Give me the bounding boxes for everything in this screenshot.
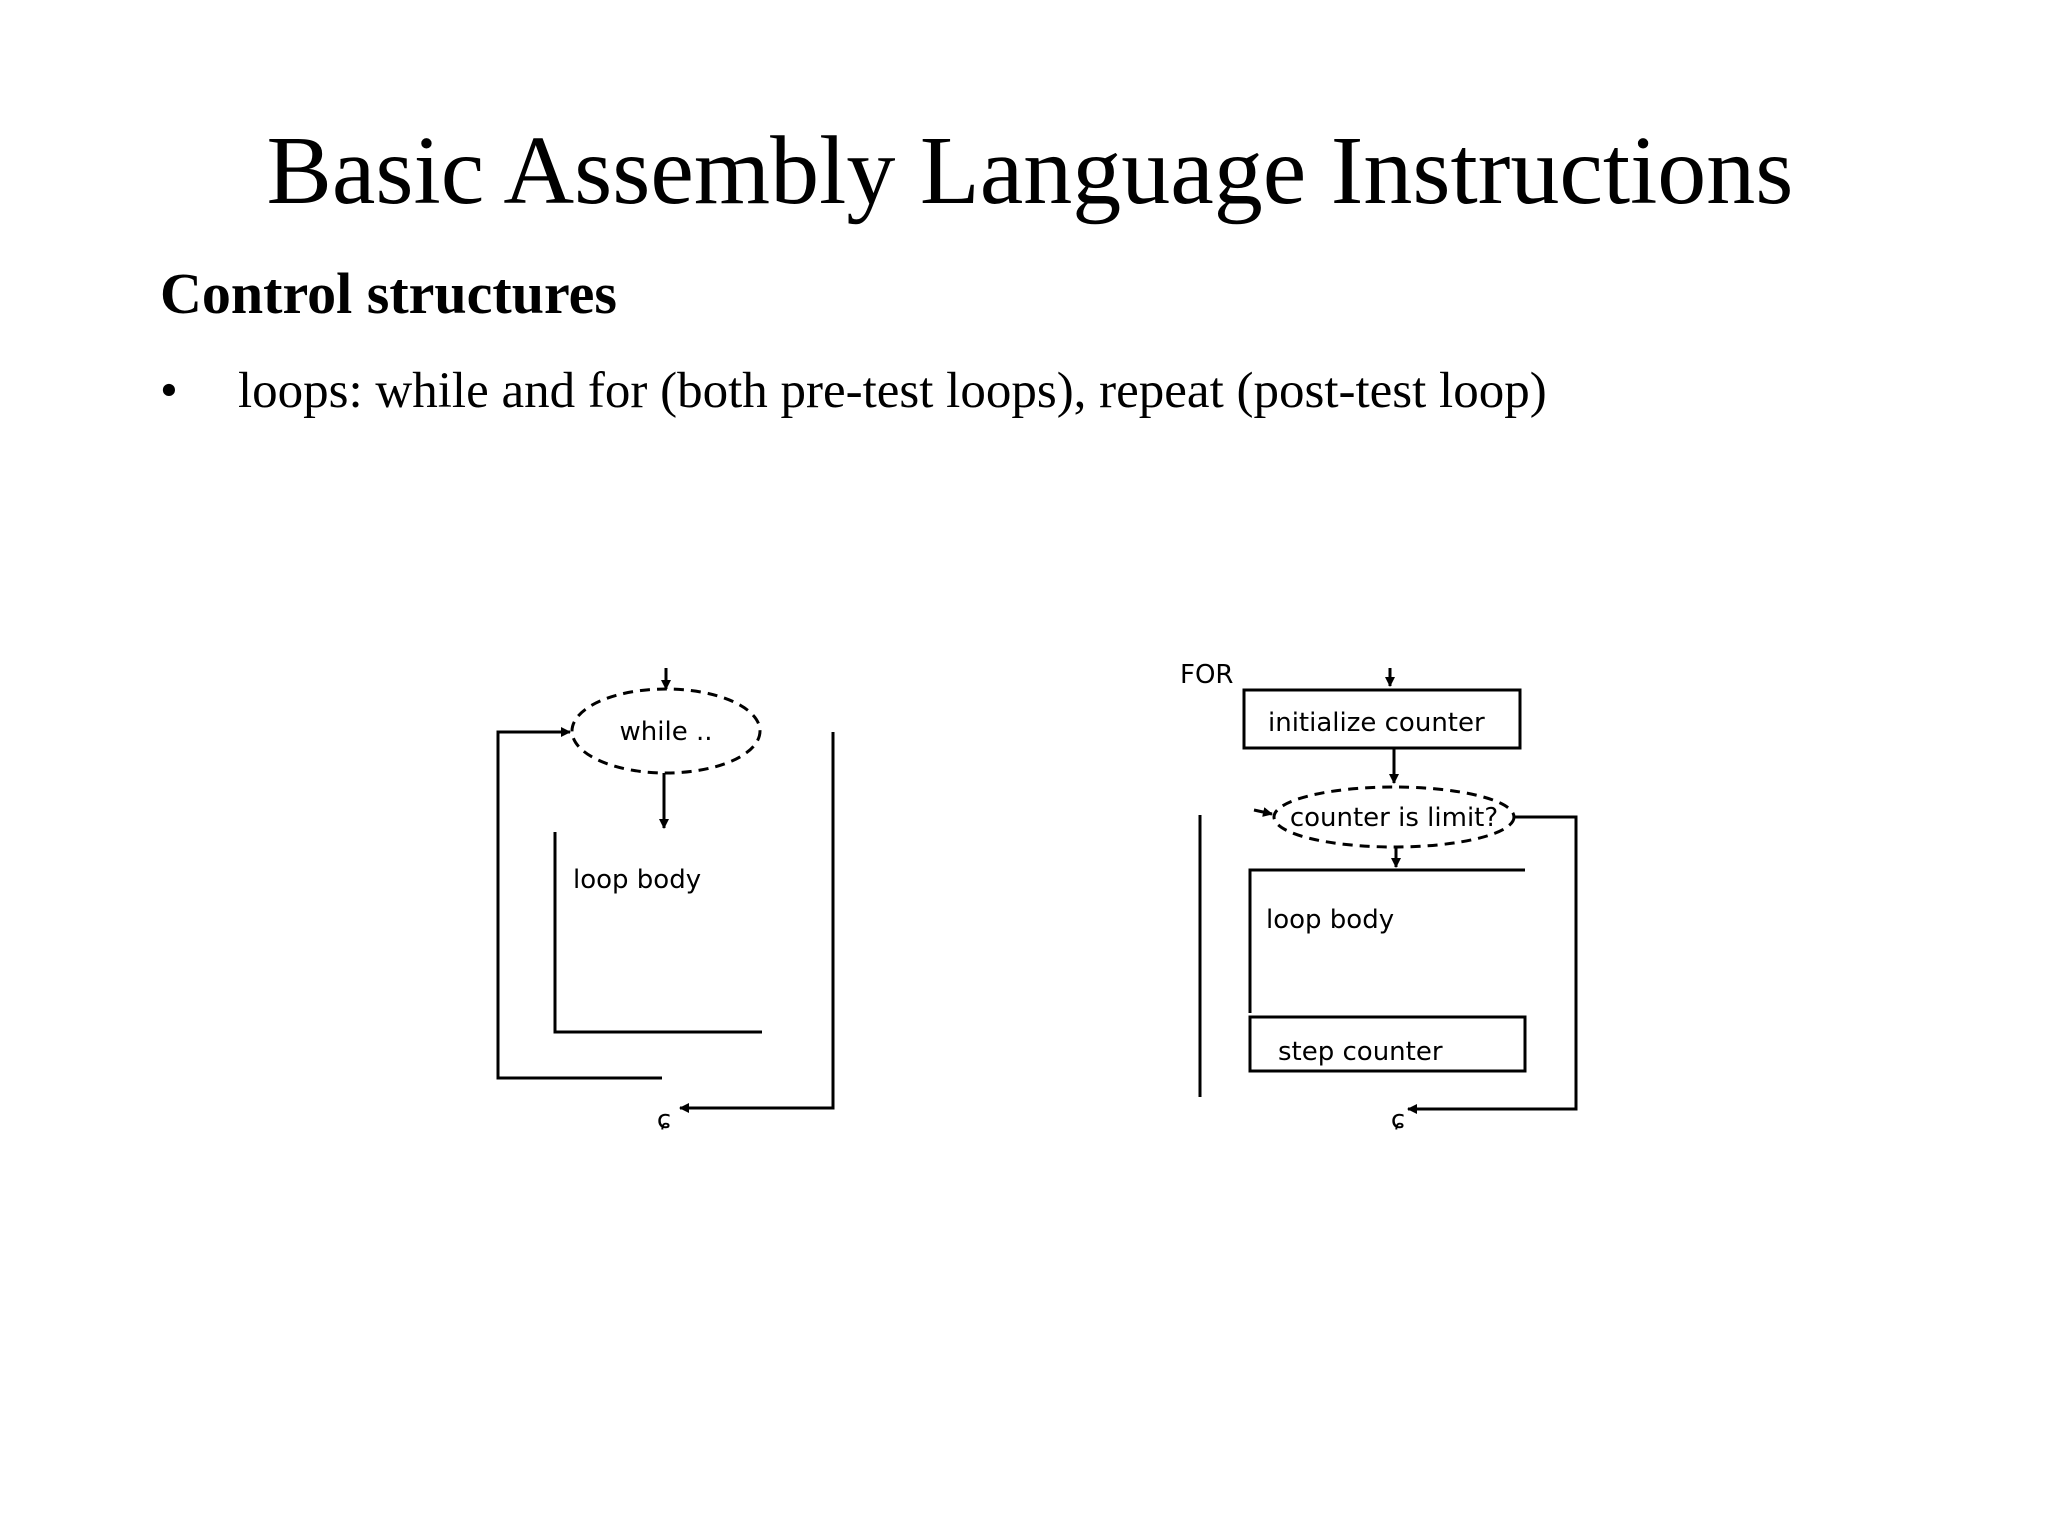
for-exit-line (1407, 815, 1578, 1114)
for-step-label: step counter (1278, 1037, 1443, 1067)
while-flowchart (496, 668, 835, 1113)
for-body-label: loop body (1266, 905, 1394, 935)
section-heading: Control structures (160, 261, 617, 326)
for-flowchart (1198, 668, 1578, 1114)
while-body-label: loop body (573, 865, 701, 895)
for-step-box (1248, 1015, 1527, 1073)
while-exit-mark: ɕ (657, 1105, 671, 1135)
for-body-outline (1248, 868, 1525, 1013)
while-back-loop (496, 727, 662, 1080)
for-heading: FOR (1180, 660, 1234, 690)
for-exit-mark: ɕ (1391, 1105, 1405, 1135)
while-condition-label: while .. (620, 717, 713, 747)
slide-title: Basic Assembly Language Instructions (266, 117, 1794, 225)
for-init-label: initialize counter (1268, 708, 1485, 738)
while-body-outline (553, 832, 762, 1034)
for-back-arrow (1253, 807, 1273, 817)
while-exit-line (679, 732, 835, 1113)
for-init-box (1242, 688, 1522, 750)
bullet-text: loops: while and for (both pre-test loop… (238, 363, 1547, 419)
while-condition-ellipse (570, 687, 762, 775)
bullet-marker: • (160, 363, 178, 419)
for-condition-label: counter is limit? (1290, 803, 1498, 833)
